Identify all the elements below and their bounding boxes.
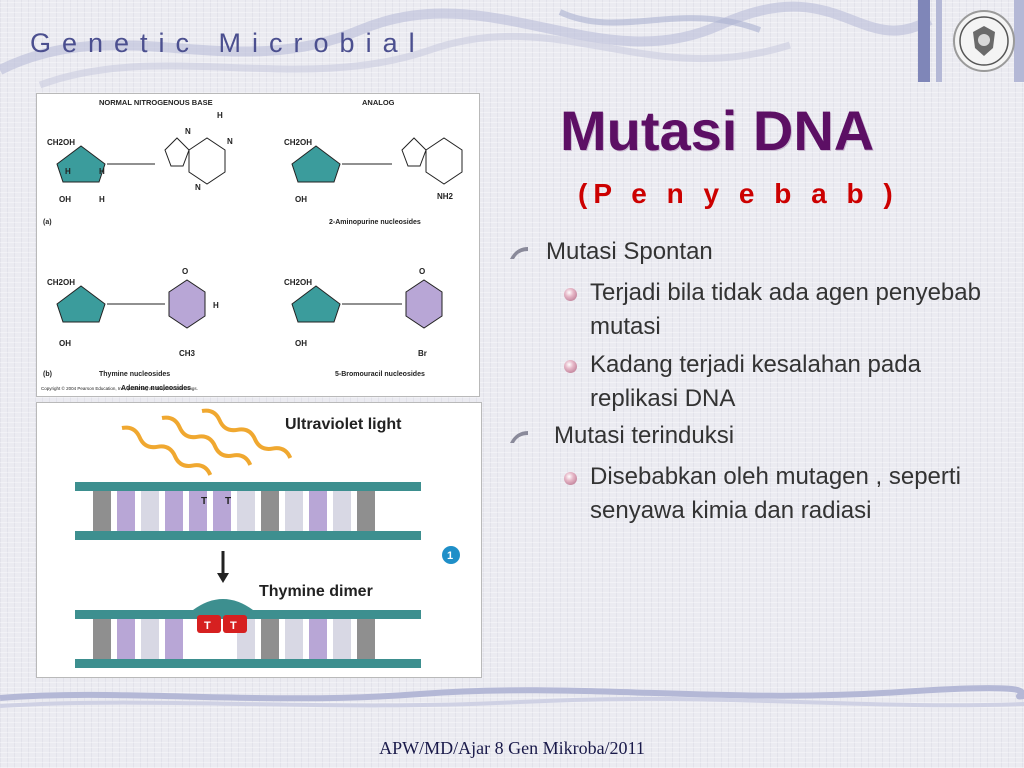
uv-label: Ultraviolet light [285, 416, 402, 433]
uv-dna-diagram: Ultraviolet light T T 1 Thymine dimer [75, 408, 460, 668]
caption: 5-Bromouracil nucleosides [335, 371, 425, 378]
bullet-item: Mutasi terinduksi [508, 422, 998, 450]
swoosh-bullet-icon [510, 431, 528, 443]
dimer-thymine: T [204, 620, 211, 632]
dna-backbone [75, 610, 421, 619]
header-bar [918, 0, 930, 82]
caption: Adenine nucleosides [121, 385, 191, 392]
sugar-ring [291, 145, 341, 183]
footer-wave [0, 685, 1024, 708]
sugar-label: CH2OH [47, 278, 75, 287]
dna-base-pairs [93, 491, 375, 531]
sugar-ring [56, 285, 106, 323]
uv-ray [201, 408, 293, 459]
pyrimidine-ring [405, 279, 443, 329]
sub-bullet-text: Kadang terjadi kesalahan pada replikasi … [590, 351, 921, 412]
dna-bulge [193, 599, 253, 610]
atom-label: O [182, 267, 188, 276]
sub-bullet-item: Kadang terjadi kesalahan pada replikasi … [508, 348, 998, 416]
bullet-label: Mutasi terinduksi [554, 422, 735, 449]
atom-label: H [99, 195, 105, 204]
bullet-item: Mutasi Spontan [508, 238, 998, 266]
dna-backbone [75, 531, 421, 540]
pyrimidine-ring [168, 279, 206, 329]
dot-bullet-icon [564, 472, 577, 485]
thymine-base: T [225, 496, 231, 507]
col1-header: NORMAL NITROGENOUS BASE [99, 98, 213, 107]
purine-ring [425, 137, 463, 185]
swoosh-bullet-icon [510, 247, 528, 259]
panel-label: (b) [43, 371, 52, 378]
caption: 2-Aminopurine nucleosides [329, 219, 421, 226]
atom-label: O [419, 267, 425, 276]
purine-ring [401, 137, 427, 167]
atom-label: CH3 [179, 349, 196, 358]
sugar-ring [291, 285, 341, 323]
nucleoside-analog-figure: NORMAL NITROGENOUS BASE ANALOG CH2OH H H… [36, 93, 480, 397]
atom-label: N [185, 127, 191, 136]
atom-label: OH [295, 195, 307, 204]
sugar-label: CH2OH [47, 138, 75, 147]
slide-title: Mutasi DNA [560, 99, 875, 162]
arrow-down-icon [217, 573, 229, 583]
atom-label: H [213, 301, 219, 310]
dimer-label: Thymine dimer [259, 583, 373, 600]
atom-label: H [65, 167, 71, 176]
purine-ring [164, 137, 190, 167]
atom-label: H [99, 167, 105, 176]
atom-label: NH2 [437, 192, 454, 201]
dna-backbone [75, 482, 421, 491]
header-title: Genetic Microbial [30, 28, 426, 58]
dimer-base [223, 615, 247, 633]
purine-ring [188, 137, 226, 185]
atom-label: N [195, 183, 201, 192]
panel-label: (a) [43, 219, 52, 226]
caption: Thymine nucleosides [99, 371, 170, 378]
slide-subtitle: (P e n y e b a b ) [578, 178, 899, 209]
atom-label: Br [418, 349, 427, 358]
header-swirls [0, 1, 933, 89]
dimer-base [197, 615, 221, 633]
header-bar [1014, 0, 1024, 82]
sub-bullet-text: Terjadi bila tidak ada agen penyebab mut… [590, 279, 981, 340]
bullet-list: Mutasi Spontan Terjadi bila tidak ada ag… [508, 238, 998, 532]
header-bar [936, 0, 942, 82]
atom-label: OH [59, 195, 71, 204]
slide-footer: APW/MD/Ajar 8 Gen Mikroba/2011 [379, 738, 645, 758]
atom-label: OH [295, 339, 307, 348]
sugar-label: CH2OH [284, 278, 312, 287]
step-number: 1 [447, 550, 453, 562]
bullet-label: Mutasi Spontan [546, 238, 713, 265]
uv-ray [161, 415, 253, 466]
uv-ray [121, 425, 213, 476]
dot-bullet-icon [564, 360, 577, 373]
sugar-ring [56, 145, 106, 183]
atom-label: H [217, 111, 223, 120]
sugar-label: CH2OH [284, 138, 312, 147]
copyright-note: Copyright © 2004 Pearson Education, Inc.… [41, 385, 198, 391]
step-badge [442, 546, 460, 564]
nucleoside-diagram: NORMAL NITROGENOUS BASE ANALOG CH2OH H H… [41, 98, 463, 392]
col2-header: ANALOG [362, 98, 395, 107]
university-logo [953, 10, 1015, 72]
dna-base-pairs [93, 619, 375, 659]
atom-label: N [227, 137, 233, 146]
thymine-base: T [201, 496, 207, 507]
dna-backbone [75, 659, 421, 668]
dimer-thymine: T [230, 620, 237, 632]
thymine-dimer-figure: Ultraviolet light T T 1 Thymine dimer [36, 402, 482, 678]
sub-bullet-text: Disebabkan oleh mutagen , seperti senyaw… [590, 463, 961, 524]
logo-emblem-icon [959, 16, 1009, 66]
atom-label: OH [59, 339, 71, 348]
dot-bullet-icon [564, 288, 577, 301]
header-band: Genetic Microbial [0, 0, 1024, 90]
sub-bullet-item: Terjadi bila tidak ada agen penyebab mut… [508, 276, 998, 344]
sub-bullet-item: Disebabkan oleh mutagen , seperti senyaw… [508, 460, 998, 528]
